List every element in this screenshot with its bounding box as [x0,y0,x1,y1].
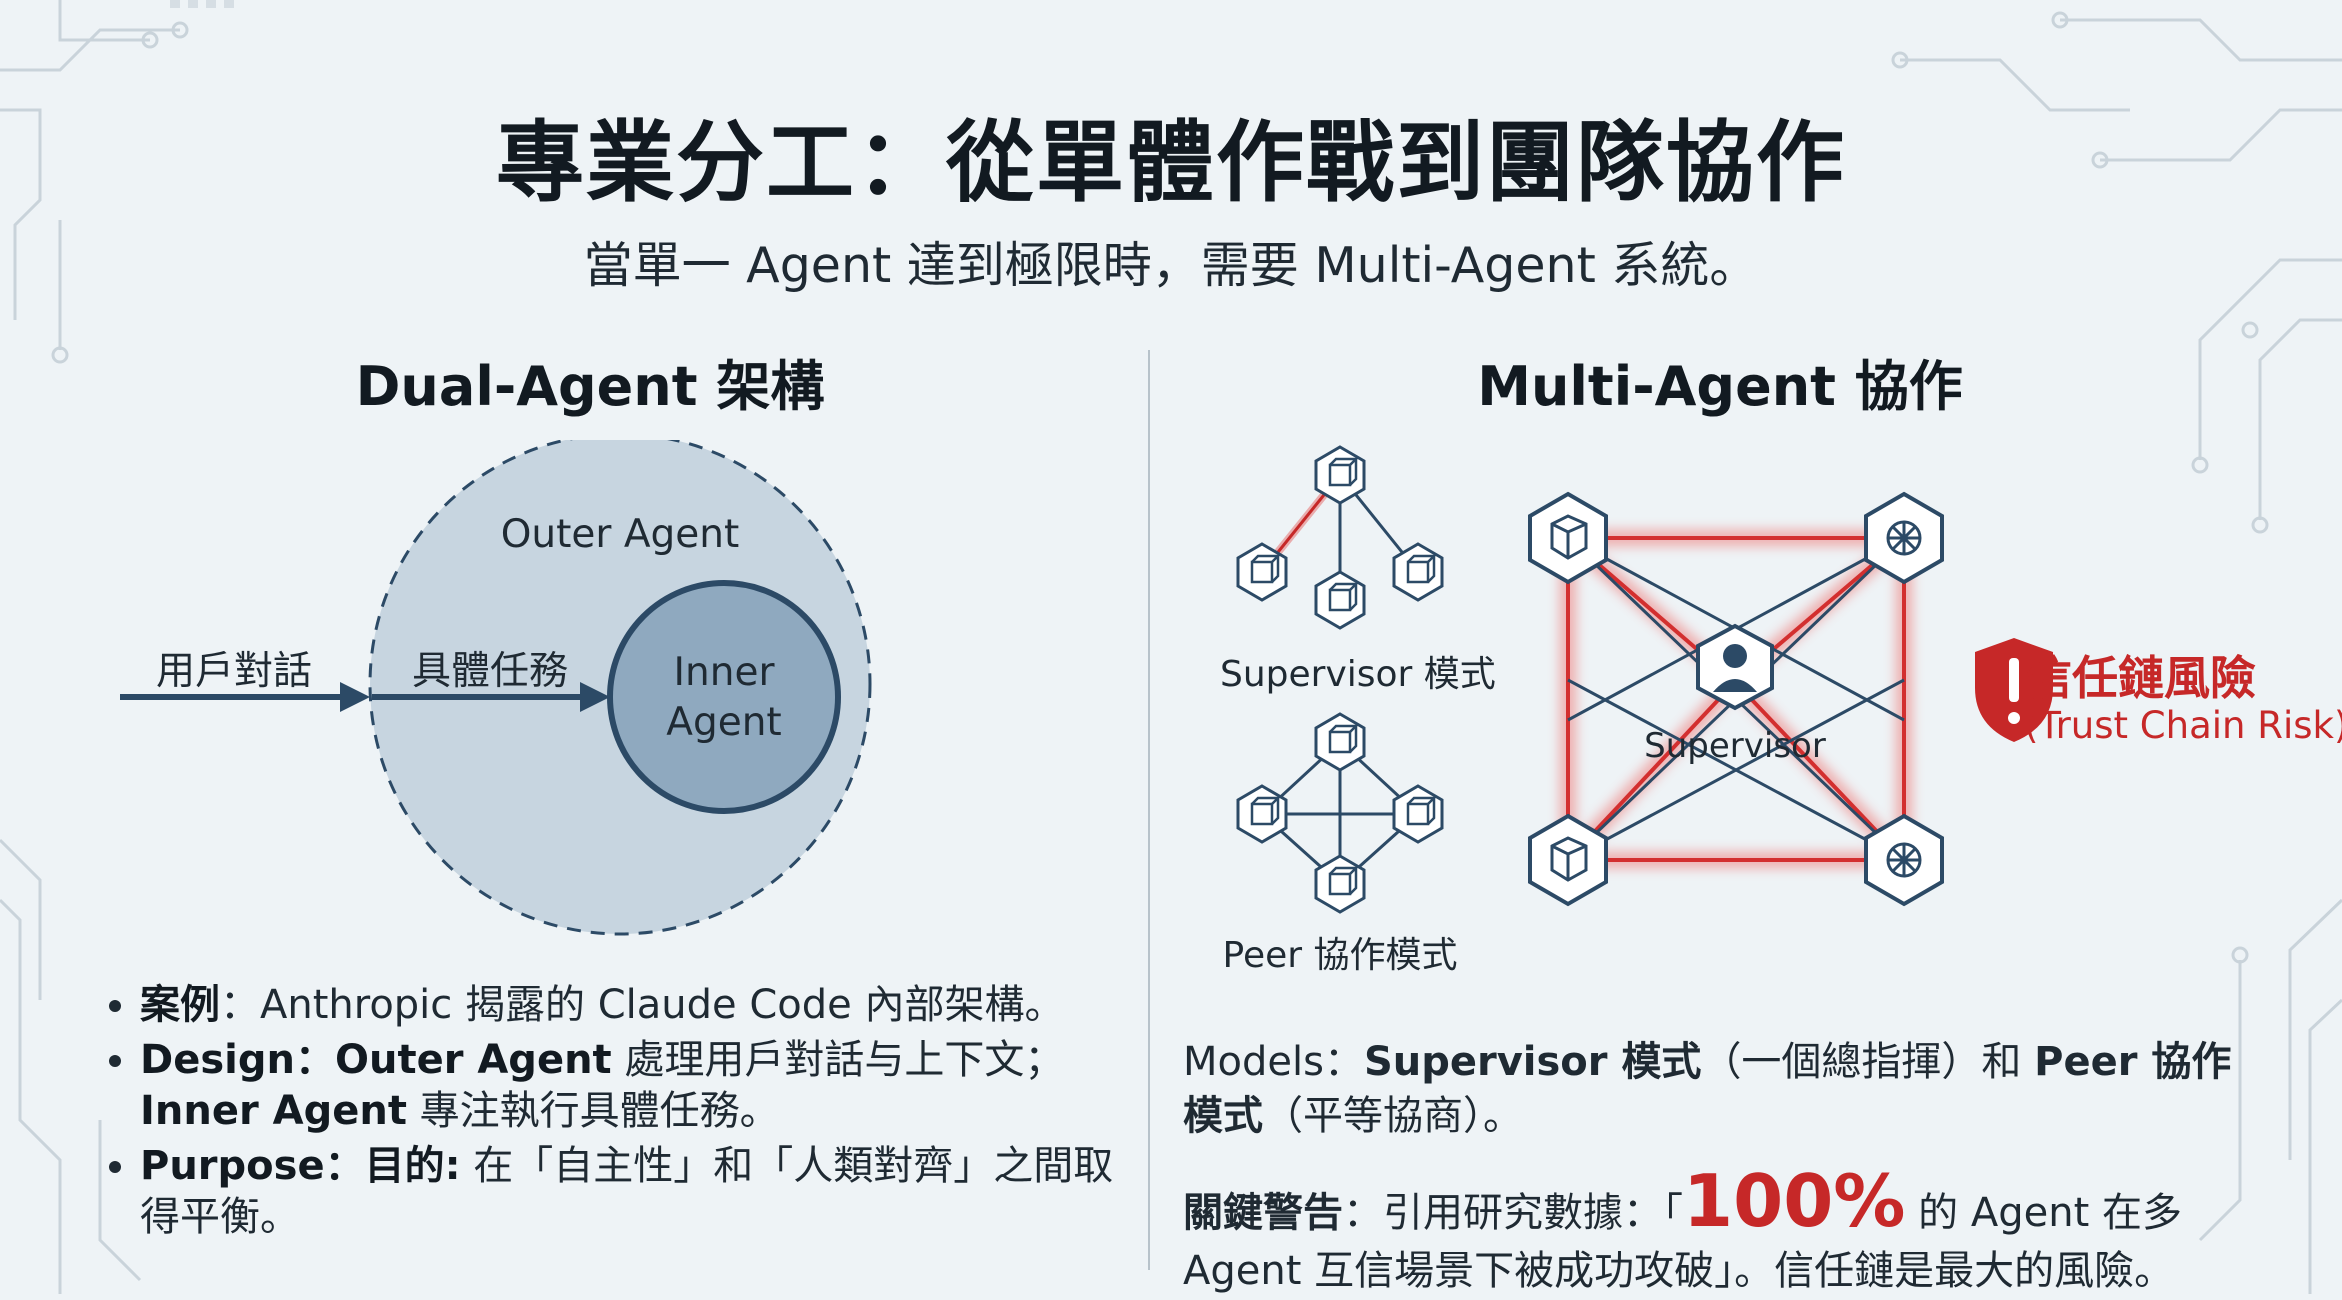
models-text: Models：Supervisor 模式（一個總指揮）和 Peer 協作模式（平… [1183,1039,2232,1139]
multi-agent-network [1528,492,1944,906]
page-subtitle: 當單一 Agent 達到極限時，需要 Multi-Agent 系統。 [583,237,1759,294]
multi-agent-title: Multi-Agent 協作 [1477,355,1963,418]
inner-agent-circle [607,580,841,814]
peer-mode-label: Peer 協作模式 [1222,935,1458,976]
dual-agent-bullets: 案例：Anthropic 揭露的 Claude Code 內部架構。 Desig… [100,980,1150,1247]
worker-node-icon [1392,542,1444,602]
bullet-design: Design：Outer Agent 處理用戶對話与上下文；Inner Agen… [140,1035,1150,1137]
page-title: 專業分工：從單體作戰到團隊協作 [495,111,1846,214]
bullet-purpose: Purpose：目的: 在「自主性」和「人類對齊」之間取得平衡。 [140,1141,1150,1243]
supervisor-mode-diagram [1236,445,1444,630]
peer-node-icon [1392,784,1444,844]
network-center-label: Supervisor [1644,726,1826,766]
hundred-percent-highlight: 100% [1683,1159,1906,1243]
supervisor-mode-label: Supervisor 模式 [1220,654,1496,695]
worker-node-icon [1314,570,1366,630]
task-label: 具體任務 [412,649,569,694]
bullet-case: 案例：Anthropic 揭露的 Claude Code 內部架構。 [140,980,1150,1031]
supervisor-node-icon [1314,445,1366,505]
multi-agent-diagram [1236,445,2053,914]
outer-agent-label: Outer Agent [500,512,740,557]
trust-chain-risk-subtitle: (Trust Chain Risk) [2024,704,2342,747]
peer-node-icon [1314,854,1366,914]
worker-node-icon [1236,542,1288,602]
peer-node-icon [1236,784,1288,844]
user-dialog-label: 用戶對話 [156,649,313,694]
inner-agent-label-1: Inner [673,650,775,695]
trust-chain-risk-title: 信任鏈風險 [2026,651,2256,705]
inner-agent-label-2: Agent [666,700,782,745]
key-warning-text: 關鍵警告：引用研究數據：「100% 的 Agent 在多 Agent 互信場景下… [1183,1159,2182,1294]
shield-warning-icon [1975,638,2053,742]
dual-agent-title: Dual-Agent 架構 [355,355,825,418]
peer-mode-diagram [1236,712,1444,914]
section-divider [1148,350,1150,1270]
peer-node-icon [1314,712,1366,772]
dual-agent-diagram [120,440,872,936]
user-icon [1723,644,1747,668]
